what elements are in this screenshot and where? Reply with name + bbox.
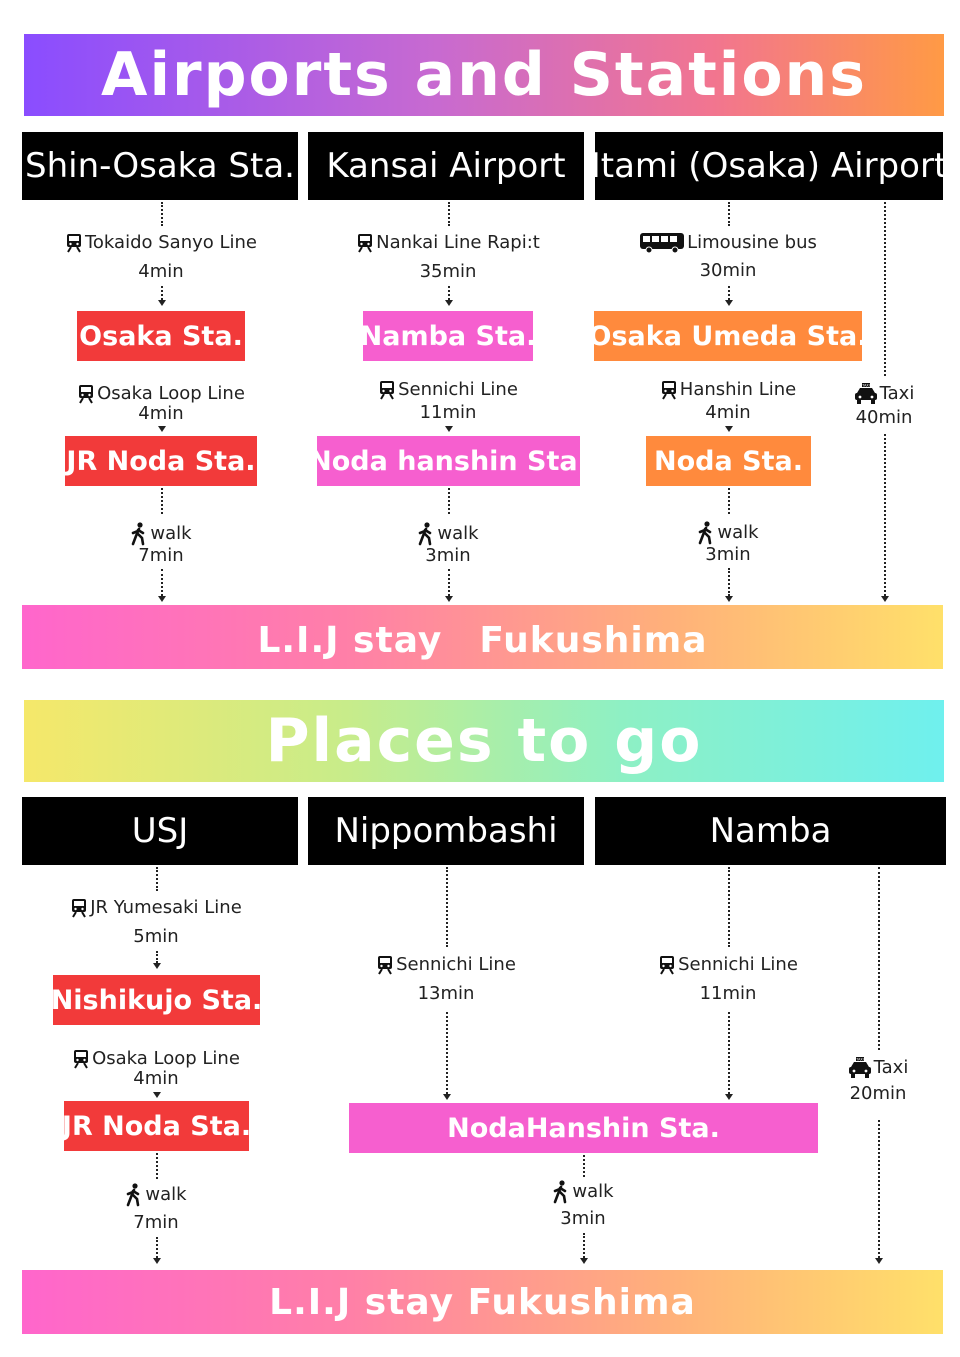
walk-label: walk (437, 523, 479, 544)
route-line: Osaka Loop Line (35, 1048, 277, 1070)
line-name: Osaka Loop Line (92, 1048, 240, 1069)
route-time: 30min (699, 260, 757, 281)
route-line: Sennichi Line (325, 954, 567, 976)
walk-icon (130, 522, 148, 546)
route-walk: walk (327, 522, 569, 546)
walk-icon (125, 1183, 143, 1207)
station-osaka-umeda: Osaka Umeda Sta. (589, 311, 867, 361)
header-itami-airport: Itami (Osaka) Airport (591, 132, 947, 200)
train-icon (356, 233, 374, 253)
line-name: JR Yumesaki Line (90, 897, 242, 918)
walk-label: walk (717, 522, 759, 543)
line-name: Hanshin Line (679, 379, 797, 400)
line-name: Osaka Loop Line (97, 383, 245, 404)
walk-icon (697, 521, 715, 545)
line-name: Sennichi Line (398, 379, 518, 400)
route-walk: walk (35, 1183, 277, 1207)
walk-label: walk (145, 1184, 187, 1205)
station-osaka: Osaka Sta. (77, 311, 245, 361)
route-line: Sennichi Line (327, 379, 569, 401)
header-kansai-airport: Kansai Airport (308, 132, 584, 200)
section-title-places: Places to go (24, 700, 944, 782)
route-time: 4min (133, 1068, 179, 1089)
route-line: Nankai Line Rapi:t (327, 232, 569, 254)
route-time: 3min (425, 545, 471, 566)
station-noda-hanshin: Noda hanshin Sta. (309, 436, 588, 486)
route-line: Sennichi Line (607, 954, 849, 976)
route-line: Osaka Loop Line (40, 383, 282, 405)
header-shin-osaka: Shin-Osaka Sta. (22, 132, 298, 200)
train-icon (378, 380, 396, 400)
taxi-time: 20min (849, 1083, 907, 1104)
route-time: 5min (133, 926, 179, 947)
route-time: 3min (705, 544, 751, 565)
train-icon (72, 1049, 90, 1069)
svg-text:TAXI: TAXI (855, 1057, 863, 1061)
station-nishikujo: Nishikujo Sta. (51, 975, 262, 1025)
header-namba: Namba (595, 797, 946, 865)
route-walk: walk (40, 522, 282, 546)
station-nodahanshin: NodaHanshin Sta. (349, 1103, 818, 1153)
train-icon (660, 380, 678, 400)
walk-label: walk (572, 1181, 614, 1202)
destination-banner: L.I.J stay Fukushima (22, 1270, 943, 1334)
taxi-label: Taxi (873, 1057, 909, 1078)
header-usj: USJ (22, 797, 298, 865)
header-nippombashi: Nippombashi (308, 797, 584, 865)
route-line: Hanshin Line (607, 379, 849, 401)
train-icon (658, 955, 676, 975)
destination-banner: L.I.J stay Fukushima (22, 605, 943, 669)
route-line: JR Yumesaki Line (35, 897, 277, 919)
line-name: Sennichi Line (678, 954, 798, 975)
line-name: Sennichi Line (396, 954, 516, 975)
route-time: 35min (419, 261, 477, 282)
station-namba: Namba Sta. (360, 311, 536, 361)
line-name: Tokaido Sanyo Line (84, 232, 257, 253)
train-icon (376, 955, 394, 975)
route-time: 13min (417, 983, 475, 1004)
route-walk: walk (607, 521, 849, 545)
taxi-label: Taxi (879, 383, 915, 404)
walk-label: walk (150, 523, 192, 544)
svg-text:TAXI: TAXI (861, 383, 869, 387)
taxi-time: 40min (855, 407, 913, 428)
route-time: 7min (138, 545, 184, 566)
walk-icon (417, 522, 435, 546)
route-time: 11min (699, 983, 757, 1004)
taxi-route: TAXI Taxi (828, 1057, 928, 1079)
station-jr-noda: JR Noda Sta. (65, 436, 257, 486)
train-icon (65, 233, 83, 253)
route-time: 11min (419, 402, 477, 423)
route-time: 4min (138, 403, 184, 424)
route-time: 4min (138, 261, 184, 282)
route-line: Tokaido Sanyo Line (40, 232, 282, 254)
route-line: Limousine bus (597, 232, 859, 254)
bus-icon (639, 232, 685, 254)
train-icon (77, 384, 95, 404)
line-name: Limousine bus (687, 232, 817, 253)
section-title-airports: Airports and Stations (24, 34, 944, 116)
taxi-icon: TAXI (854, 383, 878, 405)
route-time: 3min (560, 1208, 606, 1229)
route-time: 4min (705, 402, 751, 423)
route-time: 7min (133, 1212, 179, 1233)
line-name: Nankai Line Rapi:t (376, 232, 540, 253)
taxi-icon: TAXI (848, 1057, 872, 1079)
walk-icon (552, 1180, 570, 1204)
taxi-route: TAXI Taxi (834, 383, 934, 405)
train-icon (70, 898, 88, 918)
station-noda: Noda Sta. (646, 436, 811, 486)
route-walk: walk (462, 1180, 704, 1204)
station-jr-noda-usj: JR Noda Sta. (62, 1101, 251, 1151)
